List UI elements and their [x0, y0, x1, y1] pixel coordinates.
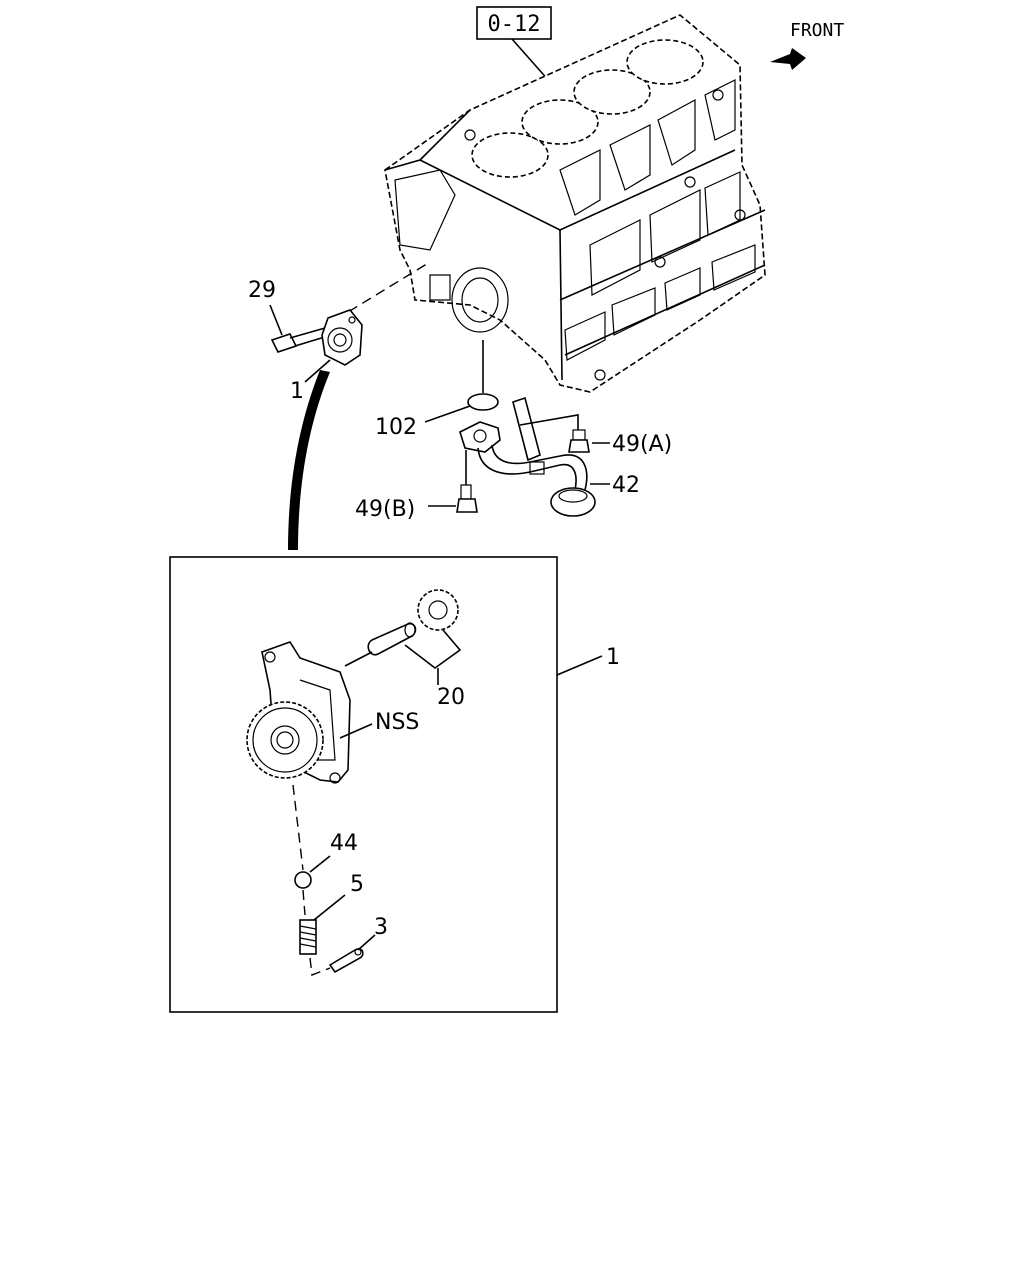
- callout-nss: NSS: [375, 710, 419, 735]
- spring-5: [299, 919, 317, 955]
- drive-gear: [246, 701, 324, 779]
- strainer-pipe: 42: [459, 396, 640, 517]
- callout-49a: 49(A): [612, 432, 672, 457]
- callout-29: 29: [248, 278, 276, 303]
- detail-frame: 1: [169, 556, 620, 1013]
- callout-1-detail: 1: [606, 645, 620, 670]
- o-ring-102: 102: [375, 340, 499, 440]
- reference-box: 0-12: [476, 6, 552, 83]
- ball-44: [294, 871, 312, 889]
- cylinder-block: [384, 14, 766, 393]
- front-arrow-icon: [770, 48, 806, 70]
- shaft-20: [344, 622, 417, 667]
- pinion-gear: [417, 589, 459, 631]
- callout-5: 5: [350, 872, 364, 897]
- callout-49b: 49(B): [355, 497, 415, 522]
- callout-20: 20: [437, 685, 465, 710]
- front-label: FRONT: [790, 20, 844, 41]
- front-direction: FRONT: [770, 20, 844, 70]
- relief-valve-parts: 44 5 3: [292, 784, 388, 976]
- callout-44: 44: [330, 831, 358, 856]
- callout-3: 3: [374, 915, 388, 940]
- callout-1-top: 1: [290, 379, 304, 404]
- callout-102: 102: [375, 415, 417, 440]
- oil-pump-detail: 20 NSS: [246, 589, 465, 784]
- reference-box-text: 0-12: [488, 12, 541, 37]
- bolt-49b: 49(B): [355, 450, 478, 522]
- callout-42: 42: [612, 473, 640, 498]
- split-pin-3: [328, 948, 364, 974]
- bolt-49a: 49(A): [519, 414, 672, 457]
- oil-pump-small: 1: [288, 309, 363, 550]
